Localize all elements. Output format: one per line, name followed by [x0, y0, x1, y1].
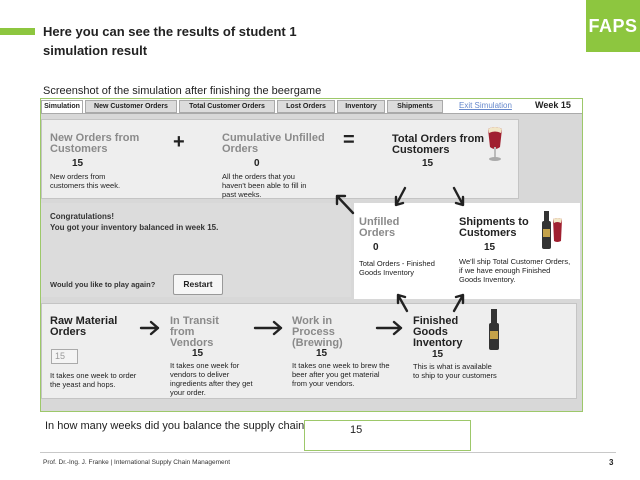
question-text: In how many weeks did you balance the su…	[45, 420, 311, 432]
cumulative-title: Cumulative Unfilled Orders	[222, 132, 325, 155]
arrow-to-unfilled	[394, 186, 407, 207]
raw-material-order-input[interactable]: 15	[51, 349, 78, 364]
arrow-to-in-transit	[139, 320, 160, 336]
raw-material-title: Raw Material Orders	[50, 315, 118, 338]
footer-text: Prof. Dr.-Ing. J. Franke | International…	[43, 459, 231, 466]
wip-value: 15	[316, 348, 328, 359]
cumulative-value: 0	[254, 158, 260, 169]
simulation-window: Simulation New Customer Orders Total Cus…	[40, 98, 583, 412]
tab-inventory[interactable]: Inventory	[337, 100, 385, 113]
congrats-heading: Congratulations!	[50, 212, 114, 221]
answer-box: 15	[304, 420, 471, 451]
play-again-prompt: Would you like to play again?	[50, 280, 156, 289]
exit-simulation-link[interactable]: Exit Simulation	[459, 101, 512, 110]
page-number: 3	[609, 458, 614, 467]
unfilled-value: 0	[373, 242, 379, 253]
wip-desc: It takes one week to brew the beer after…	[292, 361, 390, 388]
in-transit-title: In Transit from Vendors	[170, 315, 219, 349]
unfilled-shipments-panel	[354, 203, 580, 299]
screenshot-caption: Screenshot of the simulation after finis…	[43, 85, 322, 97]
unfilled-title: Unfilled Orders	[359, 216, 400, 239]
beer-bottles-icon	[542, 211, 562, 249]
wip-title: Work in Process (Brewing)	[292, 315, 343, 349]
supply-chain-panel	[41, 303, 577, 399]
tab-lost-orders[interactable]: Lost Orders	[277, 100, 335, 113]
accent-bar	[0, 28, 35, 35]
finished-goods-desc: This is what is available to ship to you…	[413, 362, 497, 380]
in-transit-value: 15	[192, 348, 204, 359]
in-transit-desc: It takes one week for vendors to deliver…	[170, 361, 253, 397]
flow-arrows	[139, 186, 465, 336]
footer-divider	[40, 452, 616, 453]
arrow-to-wip	[253, 320, 283, 336]
shipments-desc: We'll ship Total Customer Orders, if we …	[459, 257, 571, 284]
raw-material-desc: It takes one week to order the yeast and…	[50, 371, 137, 389]
finished-goods-title: Finished Goods Inventory	[413, 315, 463, 349]
congrats-message: You got your inventory balanced in week …	[50, 223, 219, 232]
total-orders-value: 15	[422, 158, 434, 169]
beer-glass-icon	[488, 127, 502, 161]
arrow-to-shipments	[452, 186, 465, 207]
tab-bar: Simulation New Customer Orders Total Cus…	[41, 99, 582, 114]
tab-simulation[interactable]: Simulation	[41, 100, 83, 113]
finished-goods-value: 15	[432, 349, 444, 360]
plus-sign: +	[173, 131, 185, 153]
shipments-title: Shipments to Customers	[459, 216, 529, 239]
faps-logo: FAPS	[586, 0, 640, 52]
orders-panel	[41, 119, 519, 199]
tab-shipments[interactable]: Shipments	[387, 100, 443, 113]
tab-new-customer-orders[interactable]: New Customer Orders	[85, 100, 177, 113]
restart-button[interactable]: Restart	[173, 274, 223, 295]
arrow-finished-to-shipments	[452, 293, 465, 313]
week-label: Week 15	[535, 100, 571, 110]
beer-bottle-icon	[489, 309, 499, 350]
total-orders-title: Total Orders from Customers	[392, 133, 485, 156]
unfilled-desc: Total Orders - Finished Goods Inventory	[359, 259, 435, 277]
cumulative-desc: All the orders that you haven't been abl…	[222, 172, 307, 199]
equals-sign: =	[343, 129, 355, 151]
slide-title: Here you can see the results of student …	[43, 24, 297, 58]
arrow-finished-to-unfilled	[396, 293, 409, 313]
shipments-value: 15	[484, 242, 496, 253]
new-orders-title: New Orders from Customers	[50, 132, 140, 155]
arrow-unfilled-to-congrats	[335, 194, 355, 215]
tab-total-customer-orders[interactable]: Total Customer Orders	[179, 100, 275, 113]
new-orders-desc: New orders from customers this week.	[50, 172, 121, 190]
new-orders-value: 15	[72, 158, 84, 169]
arrow-to-finished	[375, 320, 403, 336]
